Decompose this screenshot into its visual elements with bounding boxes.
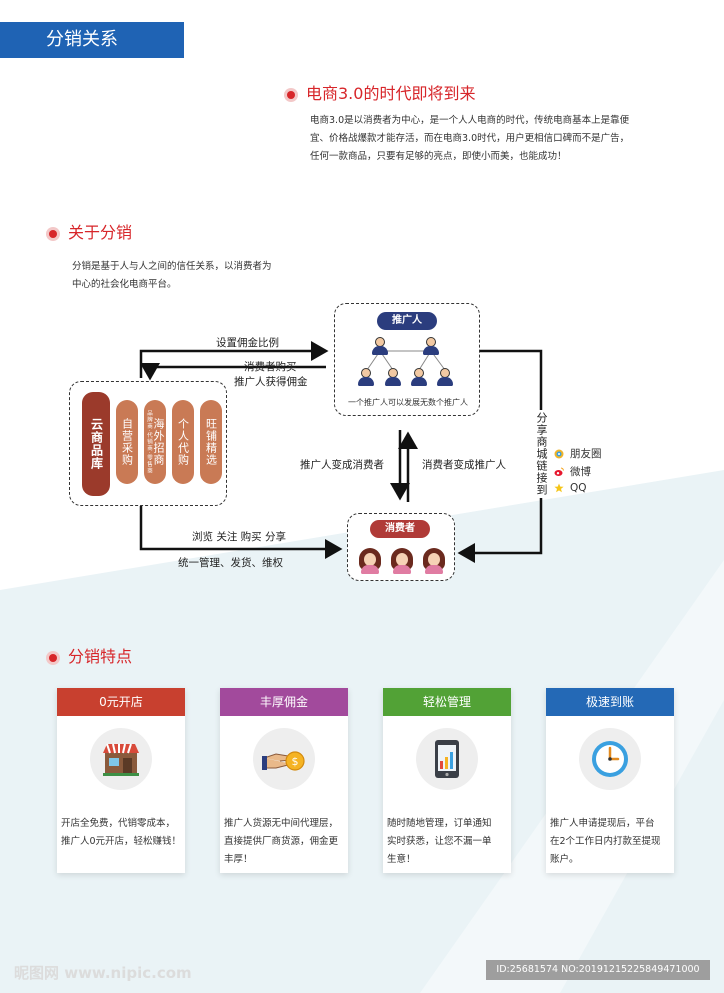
- moments-icon: [554, 449, 564, 458]
- person-icon: [371, 337, 389, 355]
- card-line: 推广人货源无中间代理层，: [224, 818, 339, 829]
- self-purchase-pill: 自营采购: [116, 400, 138, 484]
- consumer-box: 消费者: [347, 513, 455, 581]
- card-line: 实时获悉，让您不漏一单: [387, 836, 492, 847]
- features-heading: 分销特点: [46, 647, 132, 667]
- shop-select-pill: 旺铺精选: [200, 400, 222, 484]
- manage-text: 统一管理、发货、维权: [178, 557, 283, 569]
- promoter-box: 推广人 一个推广人可以发展无数个推广人: [334, 303, 480, 416]
- card-line: 开店全免费，代销零成本，: [61, 818, 176, 829]
- card-description: 推广人货源无中间代理层， 直接提供厂商货源，佣金更 丰厚！: [224, 815, 346, 869]
- overseas-label: 海外招商: [152, 418, 165, 466]
- clock-icon: [592, 741, 628, 777]
- card-line: 在2个工作日内打款至提现: [550, 836, 661, 847]
- cloud-product-pill: 云商品库: [82, 392, 110, 496]
- bullet-dot-icon: [46, 650, 60, 665]
- feature-card-free-shop: 0元开店 开店全免费，代销零成本， 推广人0元开店，轻松赚钱！: [57, 688, 185, 873]
- intro-heading: 电商3.0的时代即将到来: [284, 84, 475, 104]
- person-icon: [410, 368, 428, 386]
- card-line: 随时随地管理，订单通知: [387, 818, 492, 829]
- card-description: 推广人申请提现后，平台 在2个工作日内打款至提现 账户。: [550, 815, 672, 869]
- card-icon-circle: [416, 728, 478, 790]
- feature-card-fast-payout: 极速到账 推广人申请提现后，平台 在2个工作日内打款至提现 账户。: [546, 688, 674, 873]
- share-item: 朋友圈: [554, 446, 602, 461]
- card-description: 开店全免费，代销零成本， 推广人0元开店，轻松赚钱！: [61, 815, 183, 851]
- share-item: QQ: [554, 482, 602, 494]
- card-title: 轻松管理: [383, 688, 511, 716]
- section-header: 分销关系: [0, 22, 184, 58]
- phone-chart-icon: [435, 740, 459, 778]
- card-icon-circle: [579, 728, 641, 790]
- personal-buy-pill: 个人代购: [172, 400, 194, 484]
- woman-icon: [422, 548, 446, 574]
- money-hand-icon: $: [262, 751, 305, 771]
- promoter-get-text: 推广人获得佣金: [234, 376, 308, 388]
- intro-title: 电商3.0的时代即将到来: [306, 84, 476, 103]
- about-line: 中心的社会化电商平台。: [72, 279, 177, 290]
- person-icon: [357, 368, 375, 386]
- about-line: 分销是基于人与人之间的信任关系，以消费者为: [72, 261, 272, 272]
- bullet-dot-icon: [284, 87, 298, 102]
- intro-paragraph: 电商3.0是以消费者为中心，是一个人人电商的时代，传统电商基本上是靠便 宜、价格…: [310, 112, 690, 166]
- weibo-icon: [554, 467, 564, 476]
- qq-icon: [554, 483, 564, 493]
- card-line: 丰厚！: [224, 854, 253, 865]
- consumer-buy-text: 消费者购买: [244, 361, 297, 373]
- share-vertical-text: 分享商城链接到: [534, 410, 548, 498]
- share-label: QQ: [570, 482, 587, 494]
- share-label: 微博: [570, 466, 591, 478]
- card-description: 随时随地管理，订单通知 实时获悉，让您不漏一单 生意！: [387, 815, 509, 869]
- browse-text: 浏览 关注 购买 分享: [192, 531, 287, 543]
- promoter-label: 推广人: [377, 312, 437, 330]
- consumer-label: 消费者: [370, 520, 430, 538]
- overseas-pill: 品牌商·代销商·零售商 海外招商: [144, 400, 166, 484]
- about-heading: 关于分销: [46, 223, 132, 243]
- person-icon: [422, 337, 440, 355]
- woman-icon: [390, 548, 414, 574]
- card-line: 直接提供厂商货源，佣金更: [224, 836, 339, 847]
- card-title: 极速到账: [546, 688, 674, 716]
- card-icon-circle: [90, 728, 152, 790]
- card-line: 生意！: [387, 854, 416, 865]
- card-icon-circle: $: [253, 728, 315, 790]
- promoter-tree-lines: [366, 350, 446, 371]
- card-line: 推广人申请提现后，平台: [550, 818, 655, 829]
- overseas-small-label: 品牌商·代销商·零售商: [146, 410, 152, 474]
- share-list: 朋友圈 微博 QQ: [554, 446, 602, 494]
- card-line: 推广人0元开店，轻松赚钱！: [61, 836, 182, 847]
- about-title: 关于分销: [68, 223, 133, 242]
- intro-line: 电商3.0是以消费者为中心，是一个人人电商的时代，传统电商基本上是靠便: [310, 115, 630, 126]
- person-icon: [384, 368, 402, 386]
- intro-line: 宜、价格战爆款才能存活，而在电商3.0时代，用户更相信口碑而不是广告，: [310, 133, 630, 144]
- promoter-caption: 一个推广人可以发展无数个推广人: [348, 398, 468, 407]
- watermark-left: 昵图网 www.nipic.com: [14, 964, 192, 982]
- about-paragraph: 分销是基于人与人之间的信任关系，以消费者为 中心的社会化电商平台。: [72, 258, 312, 294]
- product-source-box: 云商品库 自营采购 品牌商·代销商·零售商 海外招商 个人代购 旺铺精选: [69, 381, 227, 506]
- consumer-to-promoter-text: 消费者变成推广人: [422, 459, 506, 471]
- bullet-dot-icon: [46, 226, 60, 241]
- svg-text:$: $: [292, 755, 299, 768]
- set-commission-text: 设置佣金比例: [216, 337, 279, 349]
- feature-card-commission: 丰厚佣金 $ 推广人货源无中间代理层， 直接提供厂商货源，佣金更 丰厚！: [220, 688, 348, 873]
- share-label: 朋友圈: [570, 448, 602, 460]
- feature-card-management: 轻松管理 随时随地管理，订单通知 实时获悉，让您不漏一单 生意！: [383, 688, 511, 873]
- card-line: 账户。: [550, 854, 579, 865]
- person-icon: [436, 368, 454, 386]
- intro-line: 任何一款商品，只要有足够的亮点，即使小而美，也能成功！: [310, 151, 567, 162]
- shop-icon: [103, 743, 139, 776]
- share-item: 微博: [554, 464, 602, 479]
- promoter-to-consumer-text: 推广人变成消费者: [300, 459, 384, 471]
- woman-icon: [358, 548, 382, 574]
- card-title: 0元开店: [57, 688, 185, 716]
- watermark-id: ID:25681574 NO:20191215225849471000: [486, 960, 710, 980]
- card-title: 丰厚佣金: [220, 688, 348, 716]
- features-title: 分销特点: [68, 647, 133, 666]
